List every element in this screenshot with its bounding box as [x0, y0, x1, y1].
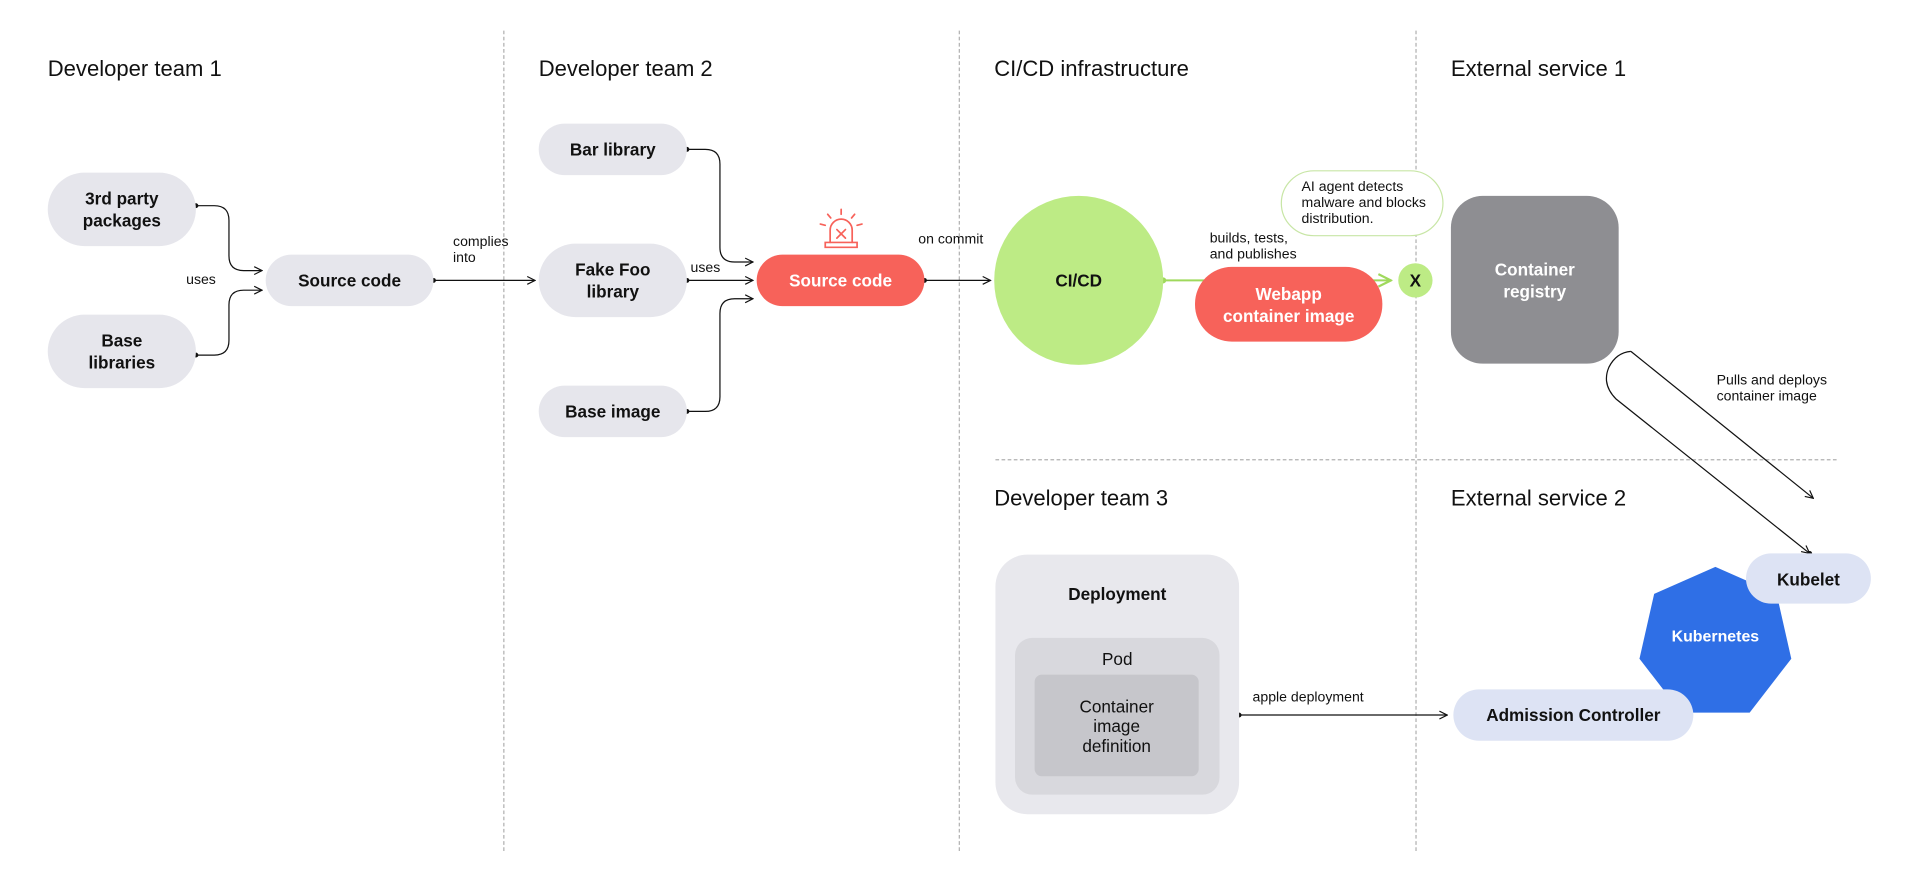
node-source-code-team1[interactable]: Source code [265, 254, 434, 307]
edge-bar-source2 [686, 148, 753, 262]
node-bar-library[interactable]: Bar library [538, 123, 687, 176]
label-complies-into: complies into [453, 235, 509, 266]
label-on-commit: on commit [918, 232, 984, 248]
edge-3rdparty-source [195, 205, 262, 271]
header-developer-team-3: Developer team 3 [994, 486, 1169, 511]
node-pod[interactable]: Pod Container image definition [1015, 637, 1220, 795]
edge-registry-kubelet [1605, 350, 1809, 553]
node-webapp-container-image[interactable]: Webapp container image [1195, 266, 1383, 342]
block-x-icon: X [1398, 263, 1433, 298]
node-cicd[interactable]: CI/CD [994, 195, 1164, 365]
node-fake-foo-library[interactable]: Fake Foo library [538, 243, 687, 318]
label-uses-team2: uses [690, 260, 721, 276]
column-divider-2 [958, 30, 960, 851]
header-external-service-1: External service 1 [1450, 56, 1627, 81]
edge-baseimage-source2 [686, 299, 753, 413]
edge-pull-diagonal [1630, 350, 1813, 498]
column-divider-3 [1415, 30, 1417, 851]
row-divider [995, 459, 1837, 461]
pod-label: Pod [1101, 648, 1133, 669]
kubernetes-label: Kubernetes [1671, 626, 1760, 646]
label-builds-tests-publishes: builds, tests, and publishes [1209, 231, 1297, 263]
ai-agent-callout: AI agent detects malware and blocks dist… [1280, 170, 1444, 237]
node-3rd-party-packages[interactable]: 3rd party packages [47, 172, 196, 247]
node-admission-controller[interactable]: Admission Controller [1453, 689, 1694, 741]
header-developer-team-2: Developer team 2 [538, 56, 713, 81]
node-source-code-compromised[interactable]: Source code [756, 254, 925, 307]
kubernetes-heptagon [1639, 566, 1792, 713]
column-divider-1 [503, 30, 505, 851]
header-developer-team-1: Developer team 1 [47, 56, 222, 81]
header-cicd-infrastructure: CI/CD infrastructure [994, 56, 1189, 81]
label-apple-deployment: apple deployment [1252, 690, 1364, 706]
label-pulls-and-deploys: Pulls and deploys container image [1716, 373, 1827, 405]
label-uses-team1: uses [186, 273, 216, 288]
node-deployment[interactable]: Deployment Pod Container image definitio… [995, 554, 1240, 815]
deployment-label: Deployment [1068, 584, 1167, 604]
node-container-registry[interactable]: Container registry [1450, 195, 1619, 364]
header-external-service-2: External service 2 [1450, 486, 1627, 511]
node-base-libraries[interactable]: Base libraries [47, 314, 196, 389]
edge-base-source [195, 290, 262, 356]
alarm-siren-icon [819, 208, 863, 249]
node-container-image-definition[interactable]: Container image definition [1034, 674, 1199, 777]
node-base-image[interactable]: Base image [538, 385, 687, 438]
node-kubelet[interactable]: Kubelet [1745, 553, 1871, 604]
